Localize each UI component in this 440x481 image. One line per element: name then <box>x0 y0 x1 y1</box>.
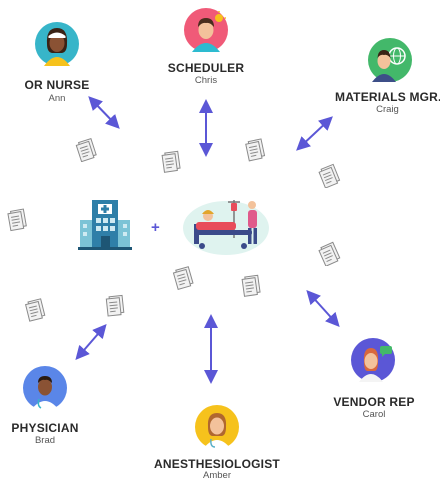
scheduler-avatar-icon <box>184 8 228 52</box>
anesthesiologist-avatar-icon <box>195 405 239 449</box>
vendor-rep-avatar-icon <box>351 338 395 382</box>
role-physician-name: Brad <box>34 435 56 446</box>
document-icon <box>318 163 341 188</box>
document-icon <box>241 274 261 297</box>
nurse-avatar-icon <box>35 22 79 66</box>
role-vendor-name: Carol <box>362 409 386 420</box>
plus-operator: + <box>151 219 160 236</box>
materials-manager-avatar-icon <box>368 38 412 82</box>
role-scheduler-title: SCHEDULER <box>167 61 245 75</box>
document-icon <box>75 137 97 162</box>
role-or-nurse-title: OR NURSE <box>24 78 90 92</box>
document-icon <box>318 241 341 266</box>
role-materials-name: Craig <box>376 104 399 115</box>
role-physician-title: PHYSICIAN <box>11 421 79 435</box>
patient-bed-icon <box>183 200 269 255</box>
arrow-vendor <box>306 290 340 327</box>
document-icon <box>105 294 125 317</box>
document-icon <box>245 138 266 162</box>
hospital-building-icon <box>78 200 132 250</box>
document-icon <box>7 208 27 232</box>
document-icon <box>24 298 46 322</box>
role-vendor-title: VENDOR REP <box>333 395 415 409</box>
arrow-materials <box>296 116 333 151</box>
role-anesthesiologist-name: Amber <box>203 470 231 481</box>
arrow-or-nurse <box>88 96 120 129</box>
document-icon <box>172 266 194 290</box>
role-scheduler-name: Chris <box>194 75 218 86</box>
role-materials-title: MATERIALS MGR. <box>335 90 440 104</box>
physician-avatar-icon <box>23 366 67 410</box>
role-or-nurse-name: Ann <box>48 93 66 104</box>
arrow-physician <box>75 323 107 361</box>
document-icon <box>161 150 181 173</box>
role-anesthesiologist-title: ANESTHESIOLOGIST <box>154 457 280 471</box>
